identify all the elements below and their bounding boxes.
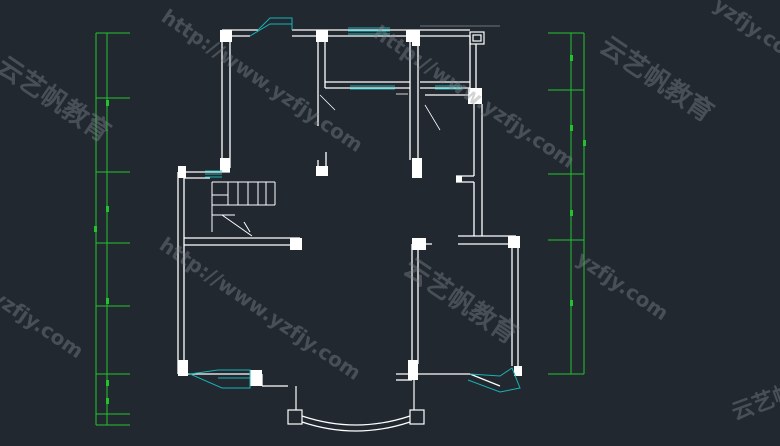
staircase bbox=[211, 181, 276, 237]
right-dimension-chain bbox=[548, 32, 585, 375]
structural-columns bbox=[178, 30, 522, 386]
door-swing-hints bbox=[319, 93, 441, 131]
window-openings bbox=[188, 17, 521, 393]
right-dimension-ticks bbox=[570, 55, 586, 306]
floor-plan-walls bbox=[177, 29, 519, 387]
top-right-column-detail bbox=[420, 25, 500, 45]
bay-window-curve bbox=[287, 380, 425, 432]
left-dimension-ticks bbox=[94, 100, 109, 404]
